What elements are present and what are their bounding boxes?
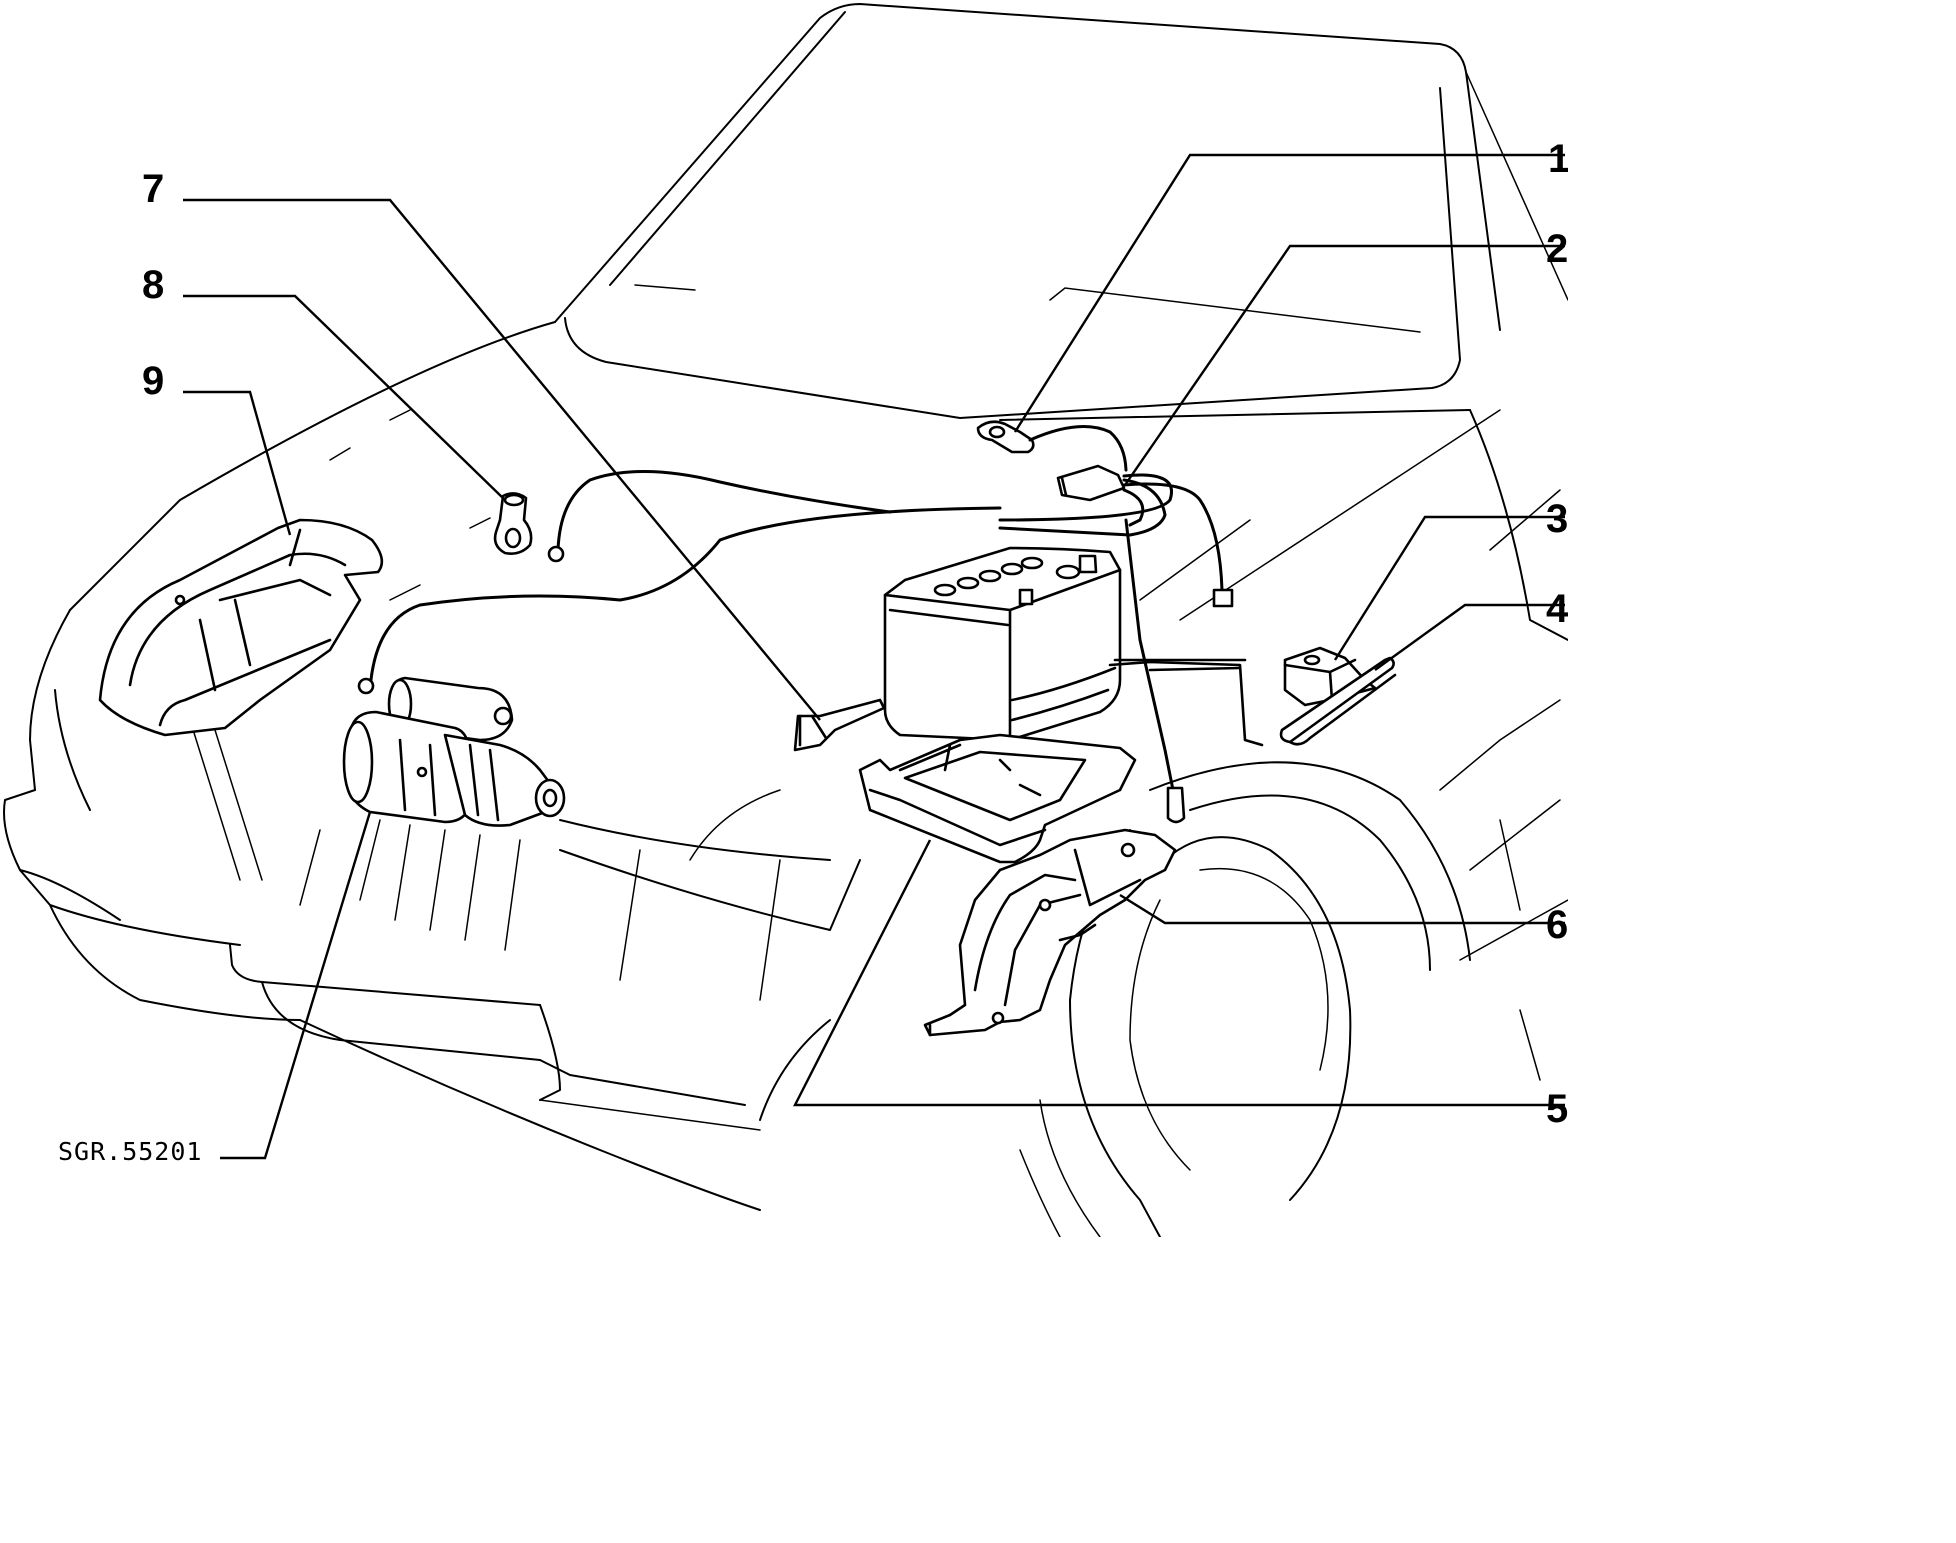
- callout-2: 2: [1546, 227, 1568, 271]
- callout-6: 6: [1546, 903, 1568, 947]
- reference-code: SGR.55201: [58, 1137, 202, 1166]
- ground-cable-part: [547, 470, 892, 563]
- protective-cover-part: [98, 518, 384, 737]
- exploded-parts-diagram: 1 2 3 4 5 6 7 8 9 SGR.55201: [3, 3, 1568, 1237]
- battery-tray-part: [858, 733, 1137, 864]
- callout-7: 7: [142, 167, 164, 211]
- battery-cable-harness-part: [998, 464, 1264, 824]
- battery-part: [883, 546, 1122, 742]
- starter-motor-part: [342, 676, 566, 827]
- leader-5: [793, 839, 1565, 1107]
- leader-2: [1124, 244, 1565, 486]
- car-body-outline: [3, 3, 1568, 1237]
- callout-numbers: 1 2 3 4 5 6 7 8 9 SGR.55201: [58, 137, 1568, 1166]
- leader-1: [1013, 153, 1565, 433]
- leader-lines: [183, 153, 1565, 1160]
- leader-6: [1119, 893, 1565, 925]
- leader-8: [183, 294, 506, 501]
- callout-9: 9: [142, 359, 164, 403]
- callout-3: 3: [1546, 497, 1568, 541]
- battery-support-bracket-part: [923, 828, 1177, 1037]
- leader-7: [183, 198, 821, 721]
- leader-ref: [220, 811, 372, 1160]
- leader-3: [1333, 515, 1565, 661]
- callout-8: 8: [142, 263, 164, 307]
- callout-5: 5: [1546, 1087, 1568, 1131]
- starter-cable-part: [357, 506, 1002, 695]
- callout-1: 1: [1548, 137, 1568, 181]
- callout-4: 4: [1546, 587, 1568, 631]
- cable-bracket-part: [793, 698, 886, 752]
- ground-terminal-part: [493, 492, 533, 555]
- battery-terminal-clamp-part: [976, 420, 1128, 472]
- leader-9: [183, 390, 292, 536]
- leader-4: [1374, 603, 1565, 671]
